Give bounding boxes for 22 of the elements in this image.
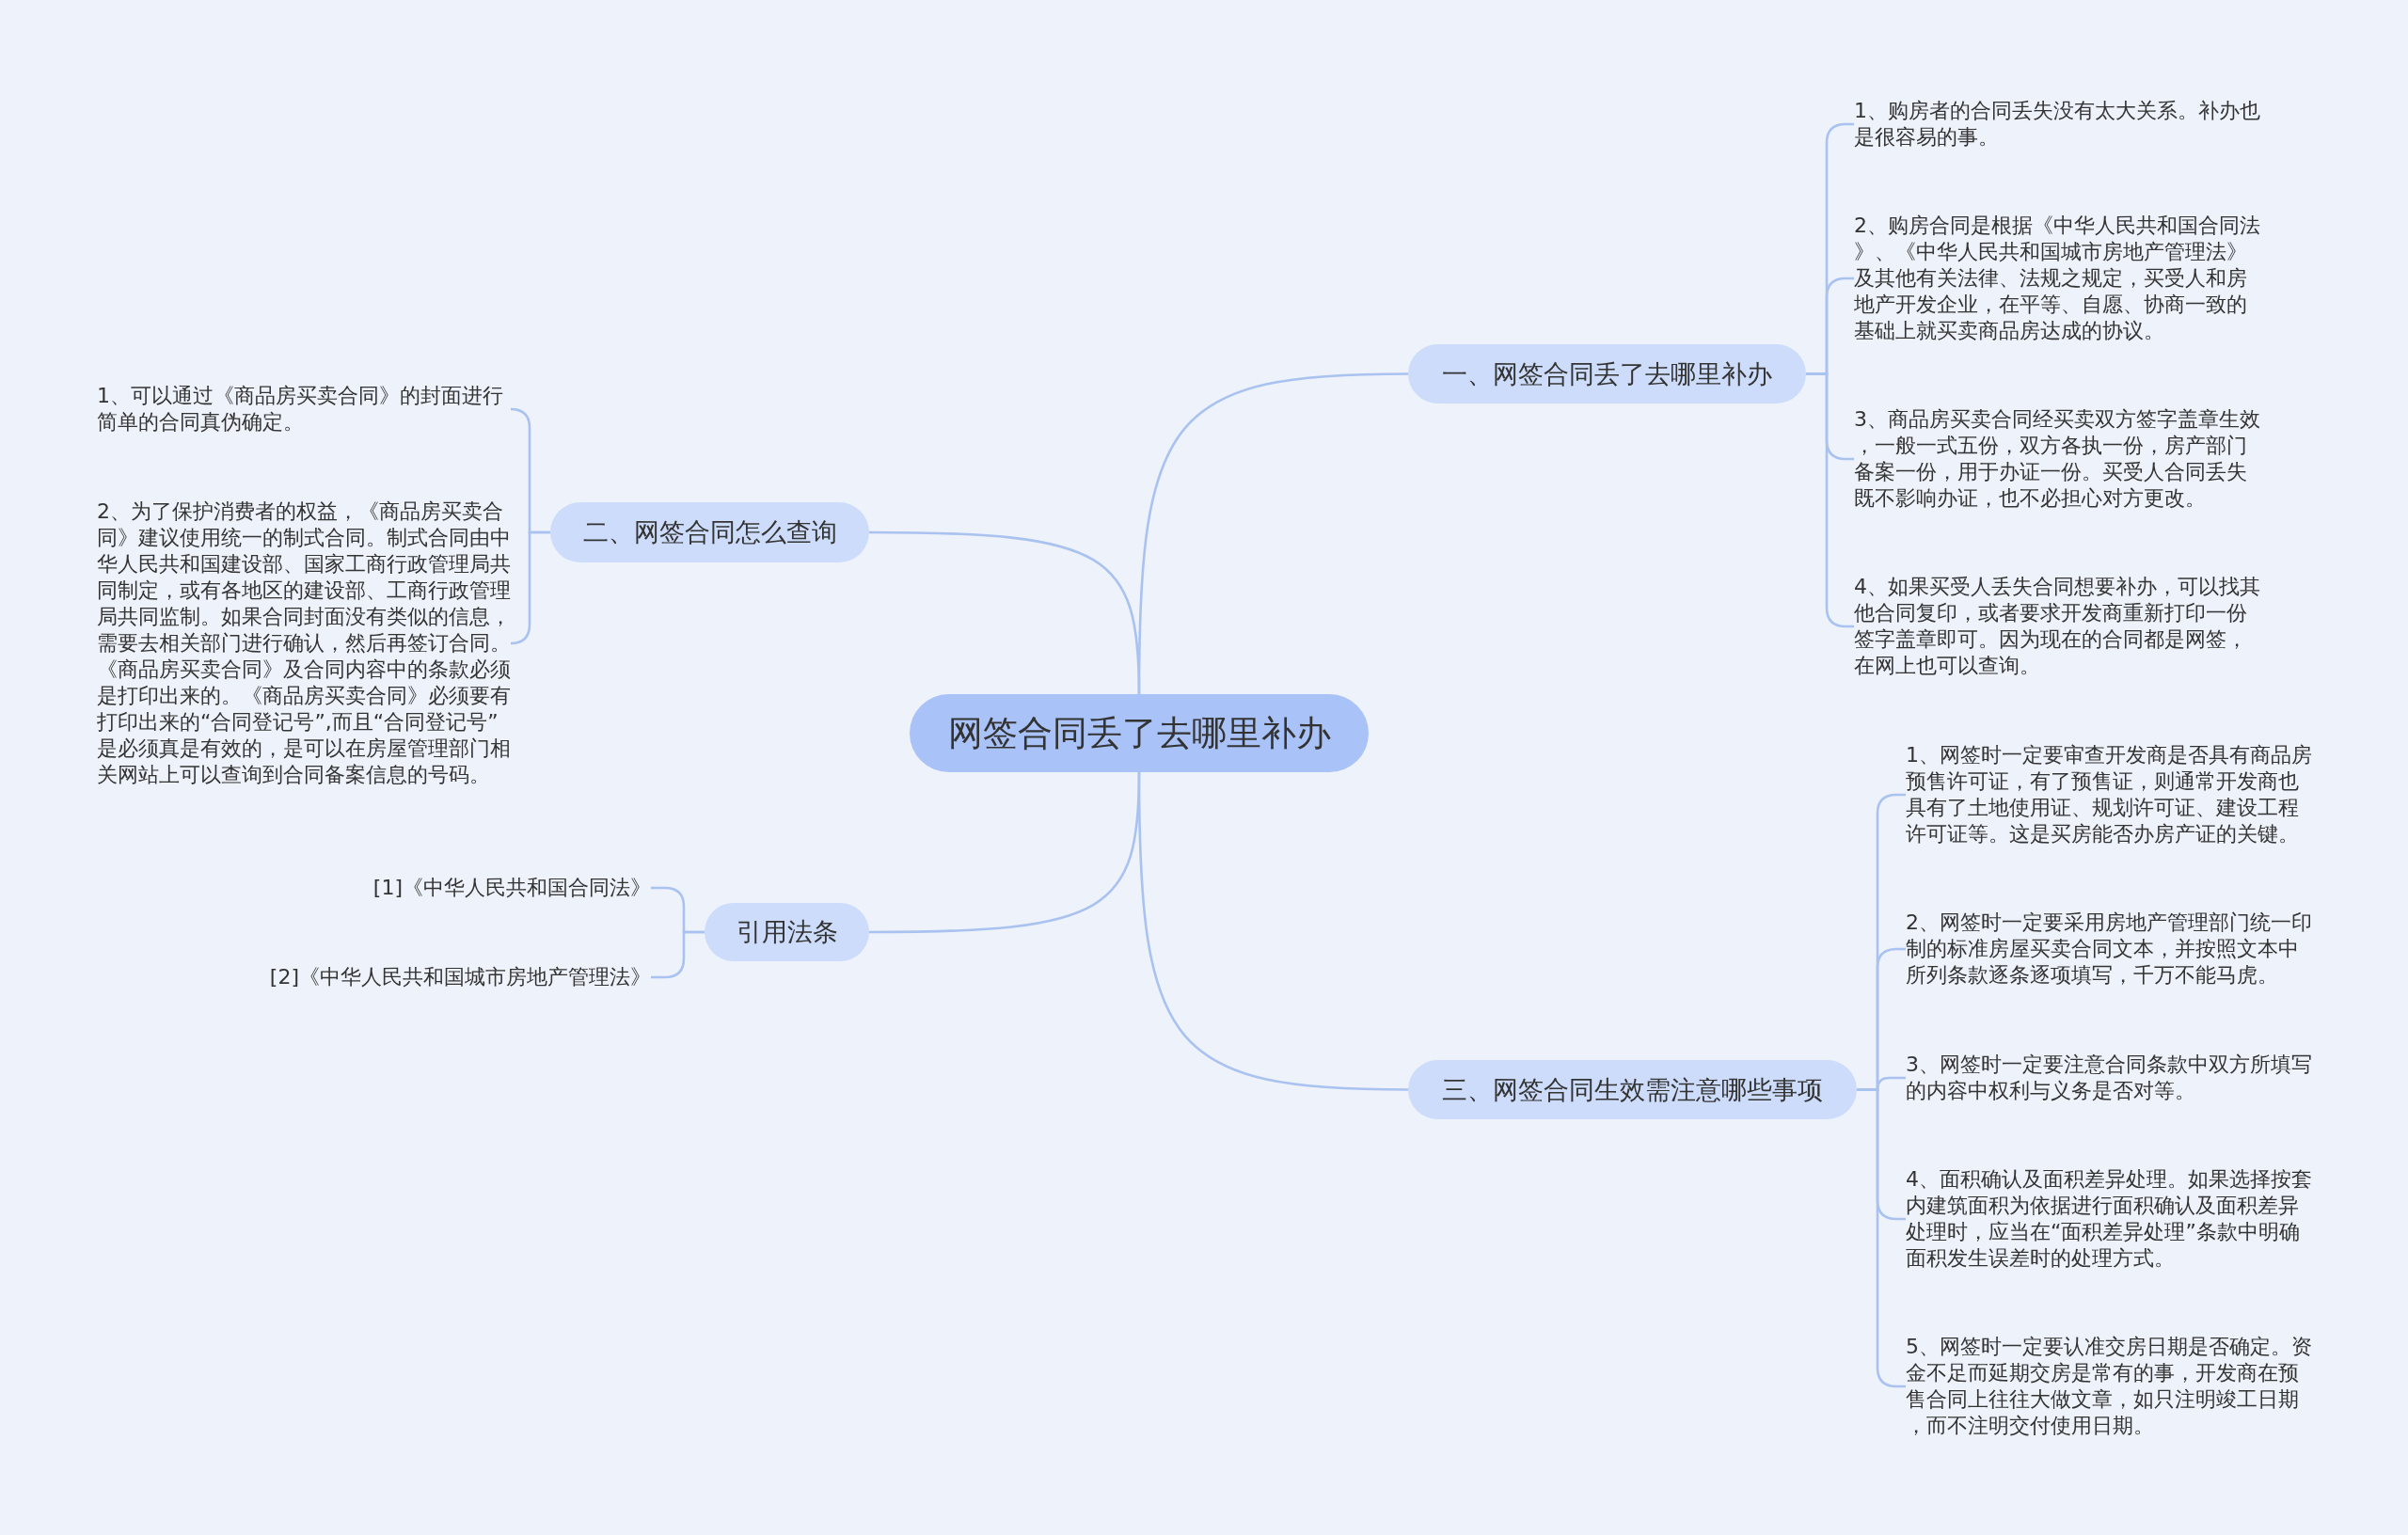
branch-topic: 二、网签合同怎么查询 xyxy=(550,502,869,562)
note-text: 1、购房者的合同丢失没有太大关系。补办也是很容易的事。 xyxy=(1854,98,2264,150)
note-text: 2、为了保护消费者的权益，《商品房买卖合同》建议使用统一的制式合同。制式合同由中华人民共和国建设部、国家工商行政管理局共同制定，或有各地区的建设部、工商行政管理局共同监制。如果合同封面没有类似的信息，需要去相关部门进行确认，然后再签订合同。《商品房买卖合同》及合同内容中的条款必须是打印出来的。《商品房买卖合同》必须要有打印出来的“合同登记号”,而且“合同登记号”是必须真是有效的，是可以在房屋管理部门相关网站上可以查询到合同备案信息的号码。 xyxy=(97,498,511,788)
branch-topic: 三、网签合同生效需注意哪些事项 xyxy=(1408,1060,1857,1119)
reference-text: [2]《中华人民共和国城市房地产管理法》 xyxy=(269,964,651,990)
connector-line xyxy=(869,530,1141,695)
note-text: 1、可以通过《商品房买卖合同》的封面进行简单的合同真伪确定。 xyxy=(97,383,511,435)
note-text: 4、如果买受人丢失合同想要补办，可以找其他合同复印，或者要求开发商重新打印一份签字盖章即可。因为现在的合同都是网签，在网上也可以查询。 xyxy=(1854,574,2264,679)
note-text: 2、购房合同是根据《中华人民共和国合同法》、《中华人民共和国城市房地产管理法》及其他有关法律、法规之规定，买受人和房地产开发企业，在平等、自愿、协商一致的基础上就买卖商品房达成的协议。 xyxy=(1854,213,2264,344)
note-text: 3、商品房买卖合同经买卖双方签字盖章生效，一般一式五份，双方各执一份，房产部门备案一份，用于办证一份。买受人合同丢失既不影响办证，也不必担心对方更改。 xyxy=(1854,406,2264,512)
connector-line xyxy=(869,771,1141,934)
connector-line xyxy=(651,930,705,979)
note-text: 3、网签时一定要注意合同条款中双方所填写的内容中权利与义务是否对等。 xyxy=(1906,1052,2316,1104)
note-text: 2、网签时一定要采用房地产管理部门统一印制的标准房屋买卖合同文本，并按照文本中所列条款逐条逐项填写，千万不能马虎。 xyxy=(1906,910,2316,989)
branch-topic: 一、网签合同丢了去哪里补办 xyxy=(1408,344,1806,404)
central-topic: 网签合同丢了去哪里补办 xyxy=(910,694,1369,772)
note-text: 1、网签时一定要审查开发商是否具有商品房预售许可证，有了预售证，则通常开发商也具有了土地使用证、规划许可证、建设工程许可证等。这是买房能否办房产证的关键。 xyxy=(1906,742,2316,847)
connector-line xyxy=(509,530,550,645)
note-text: 4、面积确认及面积差异处理。如果选择按套内建筑面积为依据进行面积确认及面积差异处理时，应当在“面积差异处理”条款中明确面积发生误差时的处理方式。 xyxy=(1906,1166,2316,1272)
note-text: 5、网签时一定要认准交房日期是否确定。资金不足而延期交房是常有的事，开发商在预售合同上往往大做文章，如只注明竣工日期，而不注明交付使用日期。 xyxy=(1906,1334,2316,1439)
branch-topic: 引用法条 xyxy=(705,903,869,961)
reference-text: [1]《中华人民共和国合同法》 xyxy=(372,875,651,901)
